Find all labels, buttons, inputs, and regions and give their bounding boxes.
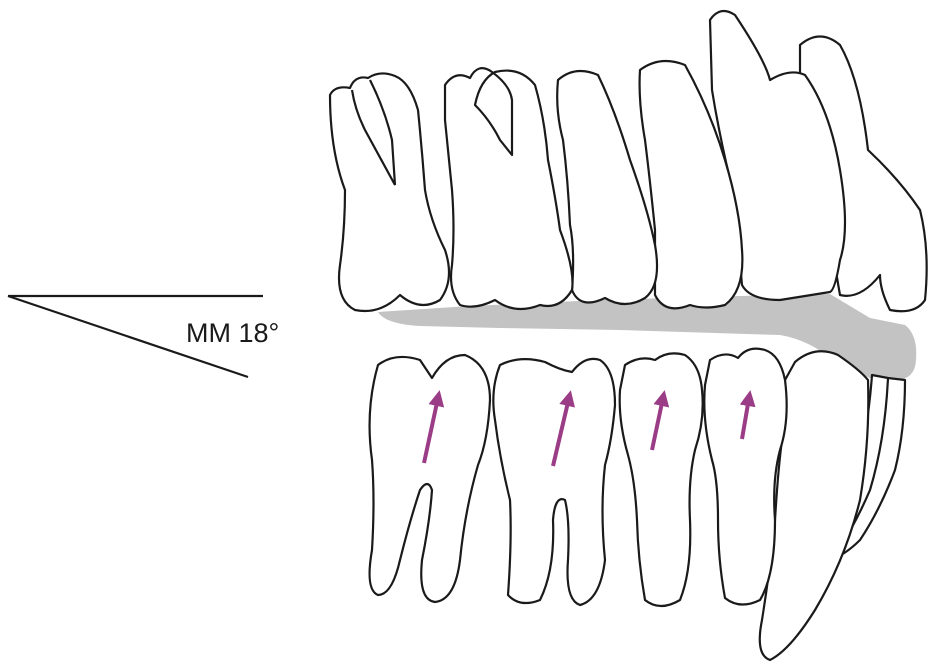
upper-tooth-premolar-1 [638,59,744,310]
occlusal-plane-band [378,294,917,380]
lower-tooth-molar-1 [368,353,492,604]
arrow-icon [739,390,756,440]
upper-tooth-molar-1 [328,72,451,313]
angle-label: MM 18° [186,318,279,348]
mandibular-plane-line [7,294,249,379]
lower-tooth-premolar-1 [703,347,788,606]
lower-tooth-molar-2 [492,357,617,607]
arrow-icon [422,390,445,464]
upper-molar-1-root-split [350,79,397,186]
lower-teeth [368,347,907,662]
upper-tooth-premolar-2 [556,69,659,306]
lower-tooth-premolar-2 [618,352,704,608]
eruption-arrows [422,390,756,467]
upper-teeth [328,9,928,313]
arrow-icon [650,390,670,451]
arrow-icon [551,390,575,467]
upper-tooth-molar-2 [443,67,574,311]
mandibular-plane-angle: MM 18° [7,294,279,379]
lower-tooth-canine [758,350,870,662]
